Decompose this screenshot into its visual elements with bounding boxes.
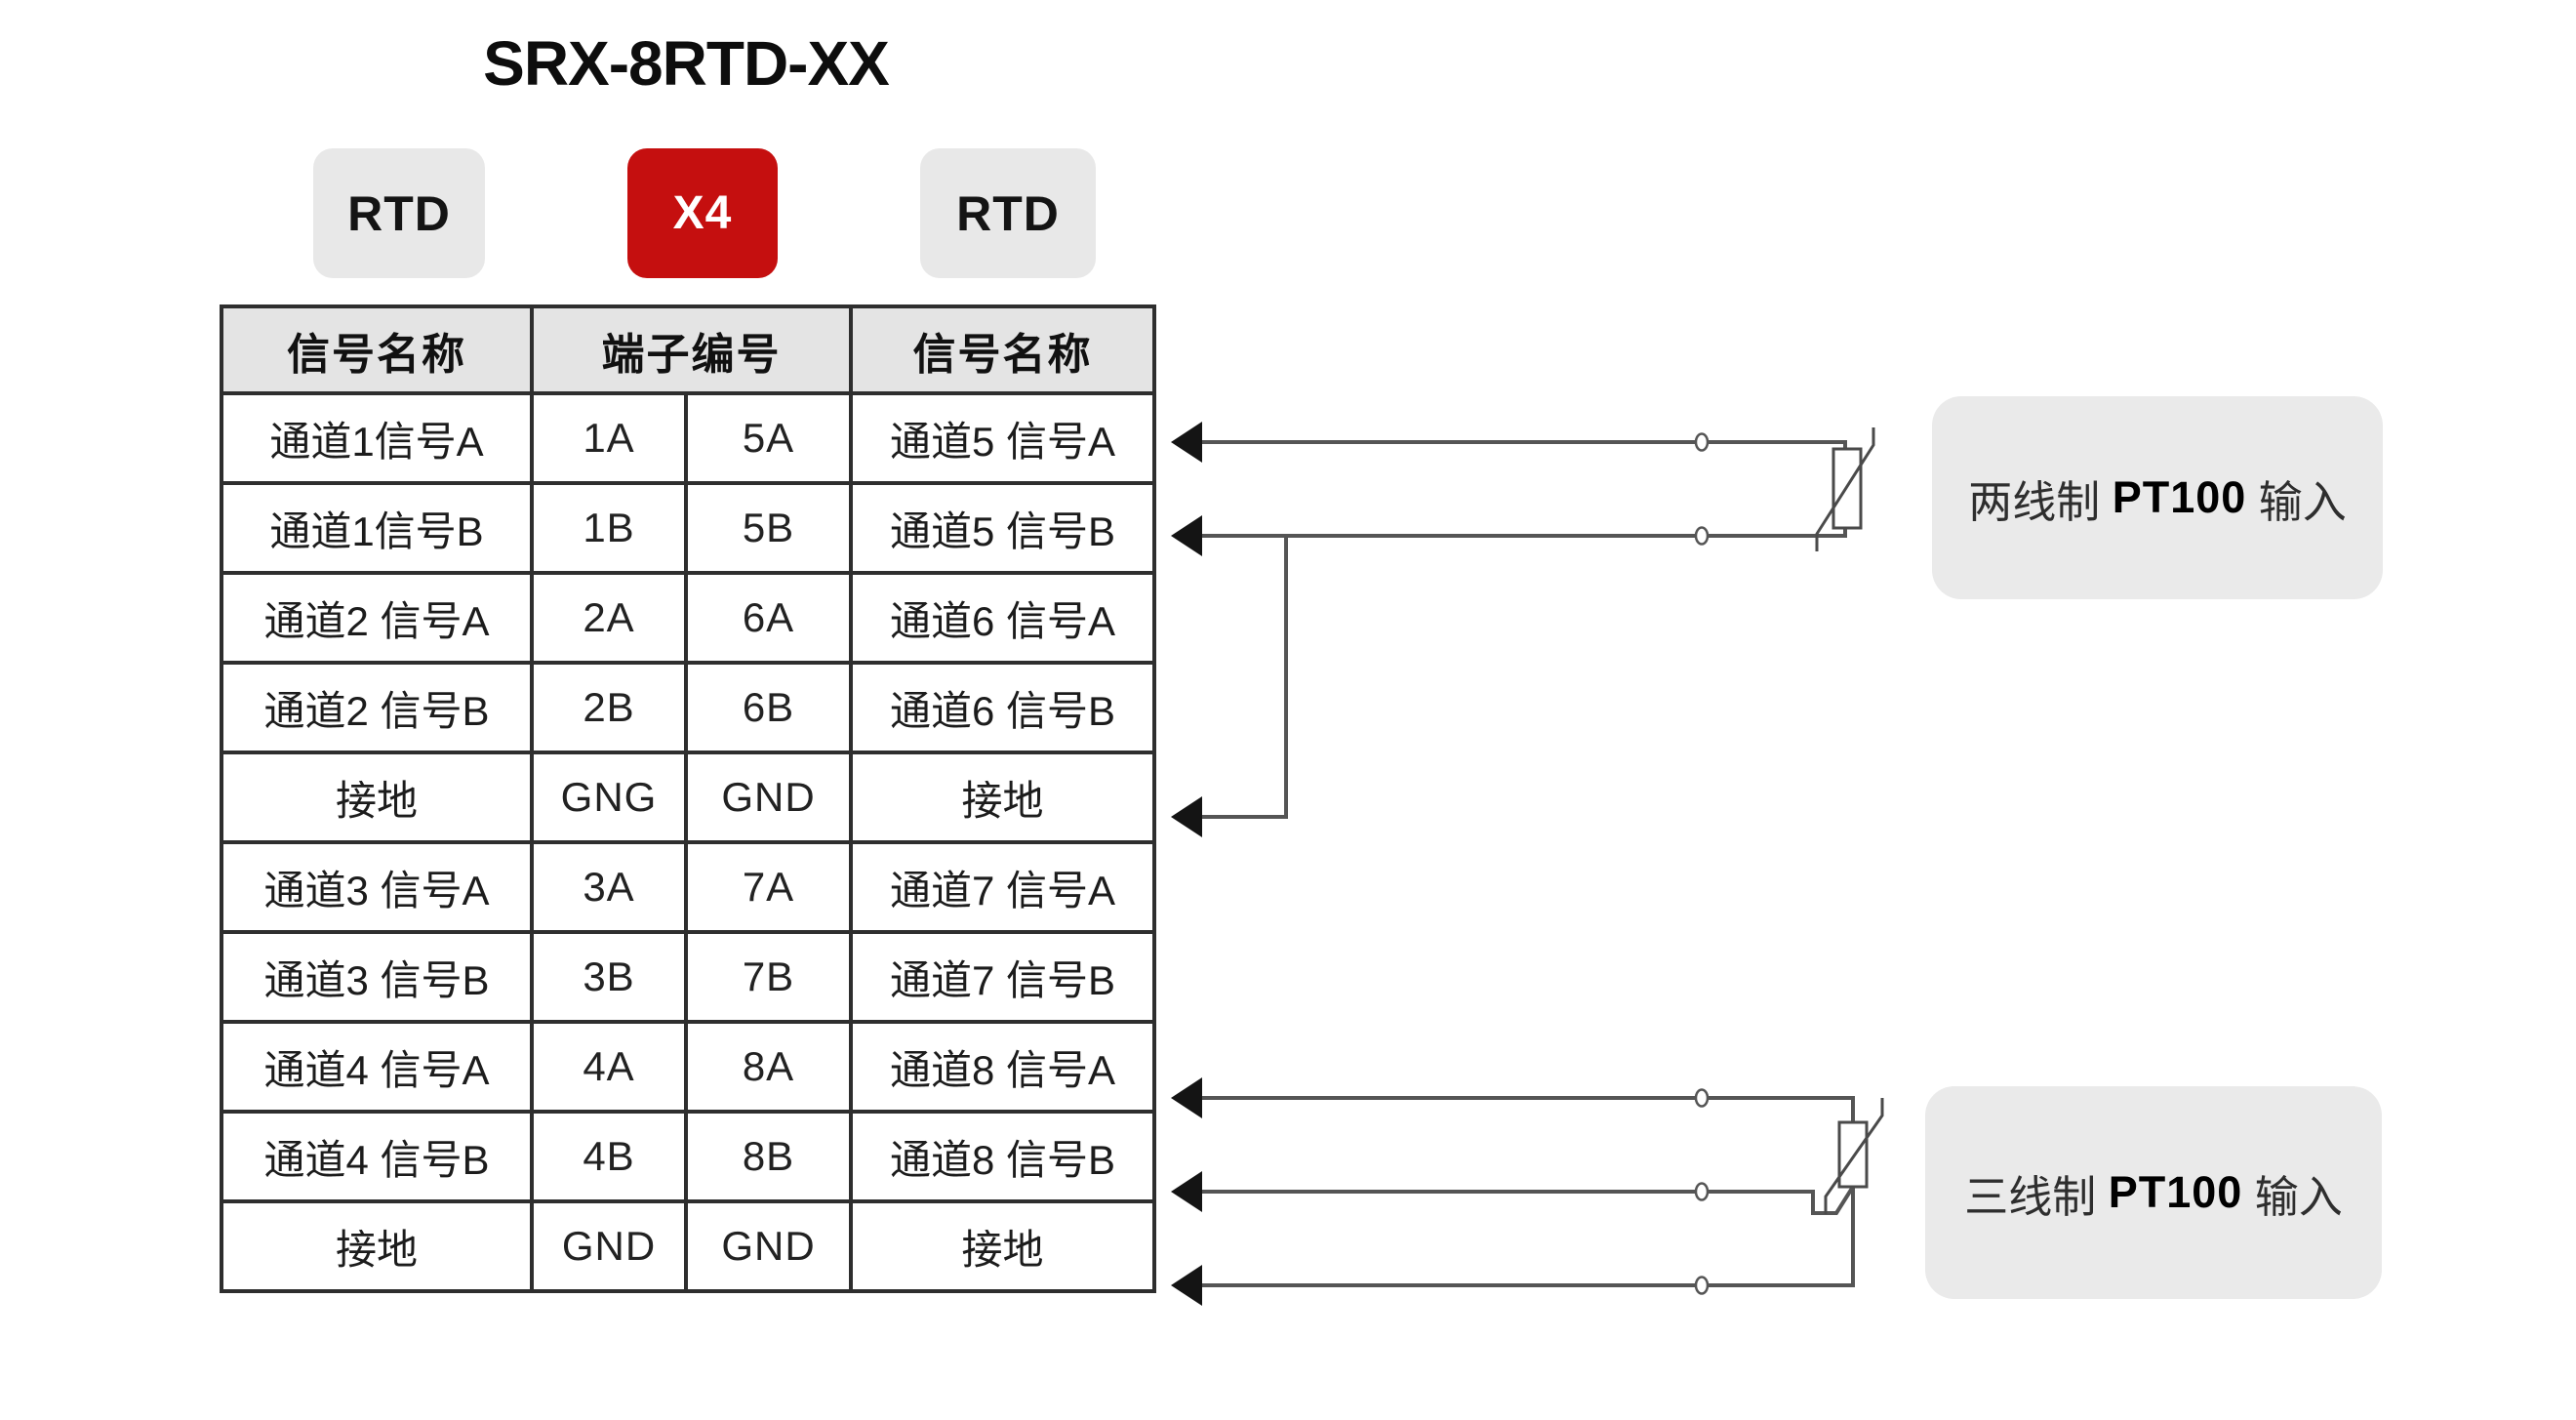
table-cell: 1B: [530, 481, 688, 575]
table-cell: 3A: [530, 840, 688, 934]
table-cell: 接地: [849, 1199, 1156, 1293]
badge-label: RTD: [347, 185, 451, 241]
badge-label: X4: [672, 187, 733, 239]
table-cell: 8B: [684, 1110, 853, 1203]
table-cell: 通道4 信号B: [220, 1110, 534, 1203]
badge-x4: X4: [627, 148, 778, 278]
table-cell: 通道6 信号B: [849, 661, 1156, 754]
header-terminal-number: 端子编号: [530, 304, 853, 395]
wire-junction-icon: [1694, 432, 1710, 452]
table-cell: 2B: [530, 661, 688, 754]
two-wire-rtd-sensor-icon: [1815, 427, 1875, 551]
two-wire-junctions: [1694, 432, 1710, 546]
table-cell: 2A: [530, 571, 688, 665]
wire-signal-b: [1200, 528, 1847, 538]
table-cell: 接地: [220, 1199, 534, 1293]
two-wire-group: [1200, 440, 1847, 819]
table-cell: 通道5 信号A: [849, 391, 1156, 485]
table-cell: 3B: [530, 930, 688, 1024]
three-wire-pt100-label-box: 三线制 PT100 输入: [1925, 1086, 2382, 1299]
table-cell: 通道3 信号B: [220, 930, 534, 1024]
table-cell: 7B: [684, 930, 853, 1024]
table-cell: 接地: [220, 751, 534, 844]
three-wire-rtd-sensor-icon: [1824, 1098, 1884, 1214]
wire-ground: [1200, 1187, 1855, 1287]
table-cell: GNG: [530, 751, 688, 844]
table-cell: 通道4 信号A: [220, 1020, 534, 1114]
table-cell: 通道1信号B: [220, 481, 534, 575]
table-cell: 通道1信号A: [220, 391, 534, 485]
badge-rtd-right: RTD: [920, 148, 1096, 278]
wire-junction-icon: [1694, 1182, 1710, 1201]
table-cell: 通道3 信号A: [220, 840, 534, 934]
table-cell: 8A: [684, 1020, 853, 1114]
header-signal-left: 信号名称: [220, 304, 534, 395]
wire-signal-a: [1200, 1096, 1855, 1122]
table-cell: 4B: [530, 1110, 688, 1203]
label-pt100: PT100: [2112, 472, 2247, 522]
table-cell: 6B: [684, 661, 853, 754]
table-cell: 5B: [684, 481, 853, 575]
table-cell: GND: [684, 1199, 853, 1293]
label-suffix: 输入: [2246, 476, 2347, 527]
table-cell: 通道7 信号A: [849, 840, 1156, 934]
wire-ground-branch: [1200, 536, 1288, 819]
arrow-left-icon: [1171, 1265, 1202, 1306]
header-signal-right: 信号名称: [849, 304, 1156, 395]
table-cell: 通道8 信号A: [849, 1020, 1156, 1114]
table-cell: 1A: [530, 391, 688, 485]
two-wire-pt100-label-box: 两线制 PT100 输入: [1932, 396, 2383, 599]
table-cell: 5A: [684, 391, 853, 485]
label-prefix: 两线制: [1968, 476, 2113, 527]
table-cell: GND: [530, 1199, 688, 1293]
page-title: SRX-8RTD-XX: [483, 28, 890, 99]
table-cell: 6A: [684, 571, 853, 665]
table-cell: GND: [684, 751, 853, 844]
wire-junction-icon: [1694, 526, 1710, 546]
table-header-row: 信号名称 端子编号 信号名称: [220, 304, 1156, 395]
label-suffix: 输入: [2242, 1171, 2343, 1222]
wire-signal-b: [1200, 1185, 1855, 1215]
badge-rtd-left: RTD: [313, 148, 485, 278]
three-wire-junctions: [1694, 1088, 1710, 1295]
three-wire-group: [1200, 1096, 1855, 1287]
terminal-table-header: 信号名称 端子编号 信号名称: [220, 304, 1156, 395]
arrow-left-icon: [1171, 1077, 1202, 1118]
wire-signal-a: [1200, 440, 1847, 449]
table-cell: 7A: [684, 840, 853, 934]
three-wire-arrows: [1171, 1077, 1202, 1306]
table-cell: 通道2 信号B: [220, 661, 534, 754]
table-cell: 通道5 信号B: [849, 481, 1156, 575]
table-cell: 4A: [530, 1020, 688, 1114]
table-cell: 通道8 信号B: [849, 1110, 1156, 1203]
table-cell: 接地: [849, 751, 1156, 844]
arrow-left-icon: [1171, 515, 1202, 556]
wire-junction-icon: [1694, 1088, 1710, 1108]
wire-junction-icon: [1694, 1276, 1710, 1295]
arrow-left-icon: [1171, 1171, 1202, 1212]
arrow-left-icon: [1171, 796, 1202, 837]
two-wire-arrows: [1171, 422, 1202, 837]
arrow-left-icon: [1171, 422, 1202, 463]
badge-label: RTD: [956, 185, 1060, 241]
label-pt100: PT100: [2108, 1167, 2243, 1217]
table-cell: 通道2 信号A: [220, 571, 534, 665]
table-cell: 通道6 信号A: [849, 571, 1156, 665]
label-prefix: 三线制: [1964, 1171, 2109, 1222]
table-cell: 通道7 信号B: [849, 930, 1156, 1024]
